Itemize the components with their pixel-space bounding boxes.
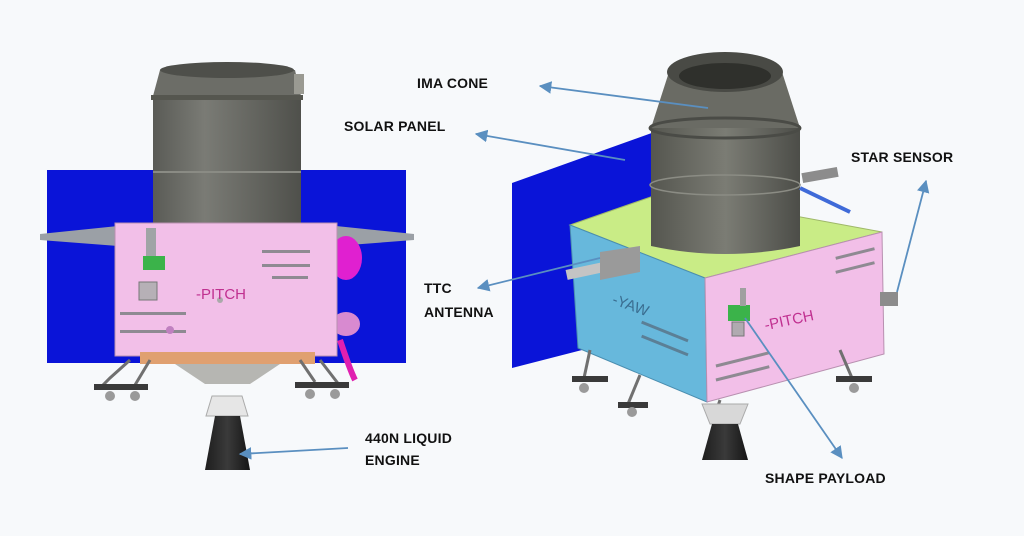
left-pitch-label: -PITCH bbox=[196, 286, 246, 303]
label-shape-payload: SHAPE PAYLOAD bbox=[765, 470, 886, 486]
left-engine bbox=[205, 395, 250, 470]
right-spacecraft: -PITCH -YAW bbox=[512, 52, 898, 460]
left-magenta-tank bbox=[330, 236, 362, 280]
arrow-solar-panel bbox=[474, 129, 626, 161]
arrow-engine bbox=[238, 447, 349, 460]
right-ttc-antenna bbox=[565, 246, 640, 280]
callout-arrows bbox=[238, 81, 930, 460]
left-fin-left bbox=[40, 226, 118, 246]
right-body-details bbox=[715, 247, 875, 382]
arrow-ima-cone bbox=[538, 81, 709, 109]
left-body-details bbox=[120, 228, 310, 334]
right-star-sensor bbox=[799, 166, 898, 306]
arrow-shape-payload bbox=[744, 317, 843, 460]
right-engine bbox=[701, 403, 749, 460]
left-spacecraft: -PITCH bbox=[40, 62, 414, 470]
arrow-ttc-antenna bbox=[476, 257, 601, 292]
label-ima-cone: IMA CONE bbox=[417, 75, 489, 91]
label-solar-panel: SOLAR PANEL bbox=[344, 118, 446, 134]
right-side-pink bbox=[704, 231, 885, 403]
label-ttc-antenna: TTC ANTENNA bbox=[424, 280, 494, 320]
arrow-star-sensor bbox=[896, 179, 930, 293]
right-ima-cone bbox=[648, 52, 802, 254]
label-engine: 440N LIQUID ENGINE bbox=[365, 430, 452, 468]
left-ima-cone bbox=[151, 62, 304, 226]
label-star-sensor: STAR SENSOR bbox=[851, 149, 954, 165]
